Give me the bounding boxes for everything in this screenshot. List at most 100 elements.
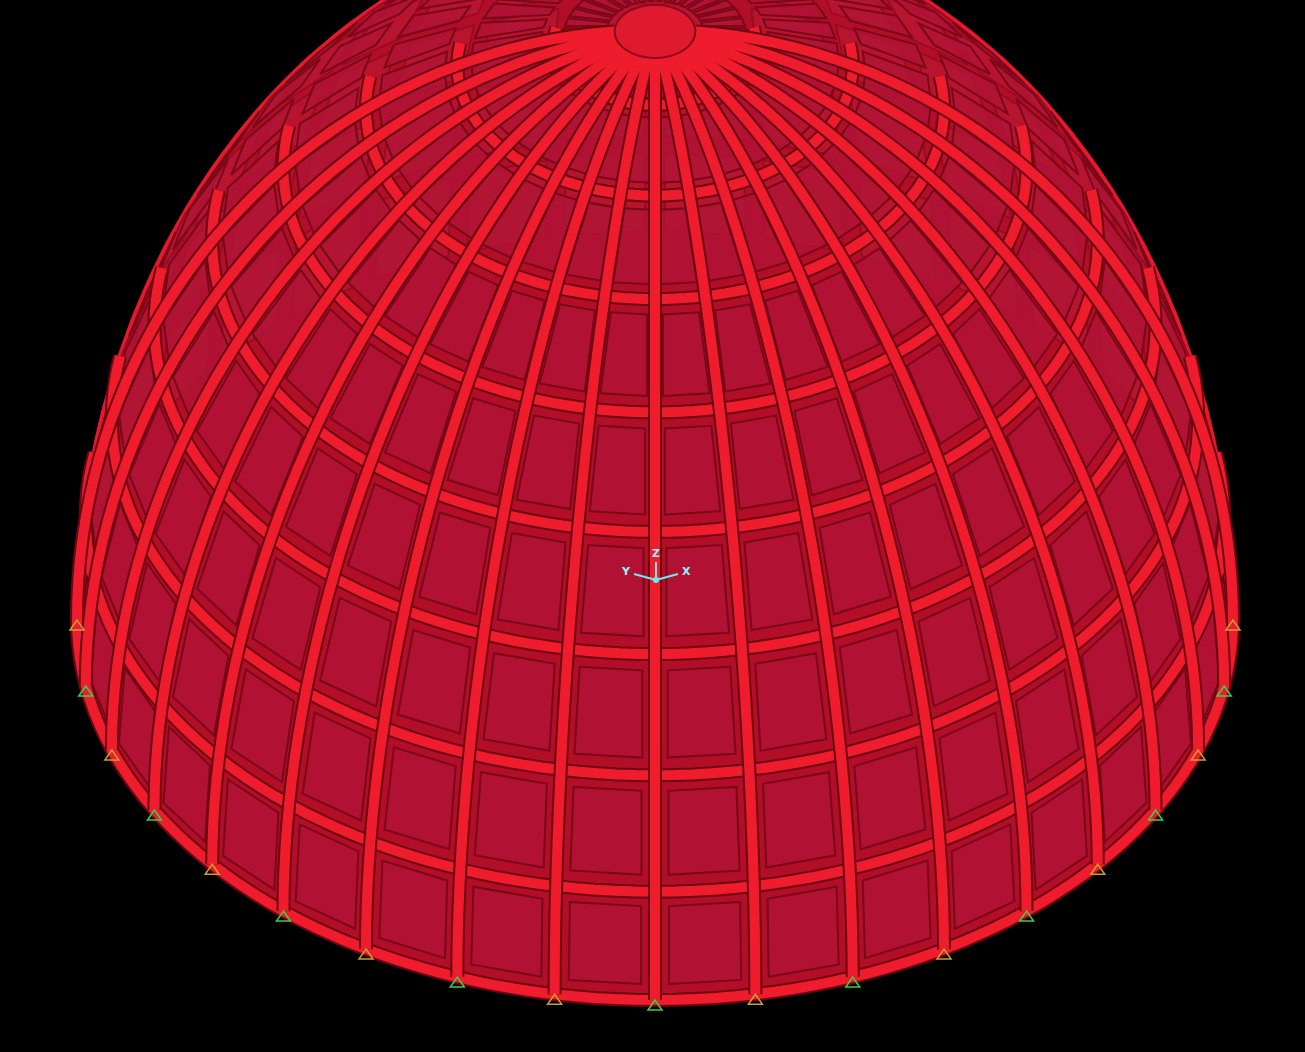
- axis-line: [634, 574, 656, 580]
- pin-support: [147, 810, 161, 820]
- glass-panel: [471, 887, 542, 977]
- meridian-rib: [555, 58, 648, 995]
- axis-origin: [653, 577, 659, 583]
- pin-support: [1191, 750, 1205, 760]
- pin-support: [937, 949, 951, 959]
- pin-support: [1091, 864, 1105, 874]
- meridian-rib: [681, 52, 1027, 911]
- glass-panel: [755, 4, 826, 19]
- glass-panel: [398, 6, 470, 37]
- glass-panel: [475, 772, 547, 867]
- glass-panel: [320, 598, 391, 706]
- meridian-rib: [681, 52, 1027, 911]
- pin-support: [450, 977, 464, 987]
- pin-support: [1226, 620, 1240, 630]
- frame-cell: [556, 770, 655, 892]
- glass-panel: [484, 653, 555, 751]
- glass-panel: [569, 902, 641, 984]
- axis-label: Y: [622, 566, 630, 577]
- glass-panel: [755, 653, 826, 751]
- glass-panel: [669, 902, 741, 984]
- glass-panel: [890, 0, 962, 37]
- glass-panel: [574, 667, 642, 758]
- glass-panel: [657, 0, 670, 1]
- meridian-rib: [283, 52, 629, 911]
- pin-support: [1149, 810, 1163, 820]
- meridian-rib: [695, 36, 1225, 686]
- frame-cell: [655, 770, 754, 892]
- glass-panel: [673, 0, 699, 4]
- glass-panel: [919, 598, 990, 706]
- glass-panel: [940, 713, 1008, 821]
- meridian-rib: [675, 54, 944, 949]
- pin-support: [648, 1000, 662, 1010]
- glass-panel: [863, 861, 931, 959]
- frame-cell: [655, 649, 749, 775]
- axis-triad: [634, 562, 678, 583]
- glass-panel: [744, 533, 812, 630]
- pin-support: [79, 686, 93, 696]
- glass-panel: [668, 667, 736, 758]
- glass-panel: [1050, 111, 1113, 195]
- pin-support: [359, 949, 373, 959]
- glass-panel: [854, 0, 925, 4]
- frame-cell: [555, 886, 655, 1000]
- glass-panel: [570, 787, 641, 875]
- glass-panel: [581, 545, 644, 636]
- glass-panel: [498, 0, 566, 3]
- glass-panel: [590, 426, 645, 515]
- glass-panel: [385, 747, 456, 849]
- top-cap: [615, 5, 696, 58]
- glass-panel: [854, 28, 925, 68]
- meridian-rib: [648, 58, 662, 1000]
- glass-panel: [565, 18, 609, 26]
- pin-support: [846, 977, 860, 987]
- glass-panel: [854, 747, 925, 849]
- dome-body: [77, 0, 1233, 1000]
- meridian-rib: [650, 58, 660, 1000]
- glass-panel: [840, 630, 912, 734]
- meridian-rib: [695, 31, 1233, 620]
- pin-support: [276, 911, 290, 921]
- meridian-rib: [662, 58, 755, 995]
- glass-panel: [498, 533, 566, 630]
- glass-panel: [398, 630, 470, 734]
- glass-panel: [419, 0, 490, 9]
- meridian-rib: [555, 58, 648, 995]
- glass-panel: [763, 772, 835, 867]
- glass-panel: [840, 6, 912, 37]
- supports: [70, 620, 1240, 1010]
- meridian-rib: [457, 56, 641, 977]
- glass-panel: [665, 0, 685, 2]
- glass-panel: [484, 4, 555, 19]
- meridian-rib: [675, 54, 944, 949]
- pin-support: [70, 620, 84, 630]
- frame-cell: [561, 649, 655, 775]
- axis-label: X: [682, 566, 690, 577]
- axis-line: [656, 574, 678, 580]
- meridian-rib: [366, 54, 635, 949]
- frame-cell: [655, 886, 755, 1000]
- front-frame: [77, 0, 1233, 1000]
- glass-panel: [303, 713, 371, 821]
- axis-label: Z: [652, 548, 660, 559]
- pin-support: [748, 994, 762, 1004]
- glass-panel: [669, 787, 740, 875]
- meridian-rib: [690, 45, 1156, 810]
- pin-support: [1020, 911, 1034, 921]
- glass-panel: [744, 0, 812, 3]
- glass-panel: [379, 861, 447, 959]
- glass-panel: [768, 887, 839, 977]
- glass-panel: [953, 22, 1024, 83]
- glass-panel: [990, 59, 1058, 128]
- glass-panel: [666, 545, 729, 636]
- glass-panel: [681, 0, 713, 7]
- pin-support: [1217, 686, 1231, 696]
- meridian-rib: [662, 58, 755, 995]
- pin-support: [548, 994, 562, 1004]
- ribs: [77, 27, 1233, 1000]
- glass-panel: [820, 0, 891, 9]
